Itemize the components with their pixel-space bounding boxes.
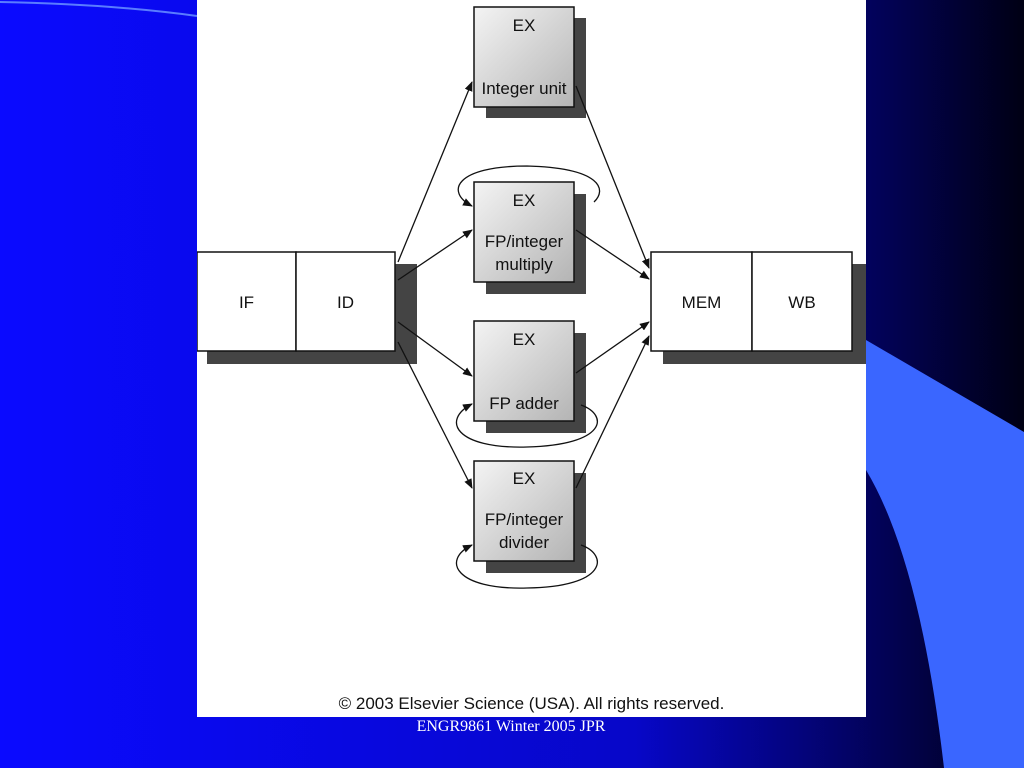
if-label: IF [238,293,255,312]
footer-text: ENGR9861 Winter 2005 JPR [416,718,606,735]
arrow-integer-to-mem [575,85,650,269]
wb-box [751,251,853,352]
slide-footer: ENGR9861 Winter 2005 JPR [0,718,1024,736]
id-box [295,251,396,352]
ex-divider-subtitle-1: FP/integer [484,510,564,529]
ex-integer-box [473,6,575,108]
loop-adder [455,403,598,448]
ex-multiply-title: EX [512,191,536,210]
arrow-adder-to-mem [575,321,650,374]
ex-integer-subtitle: Integer unit [481,79,567,98]
loop-divider [455,544,598,589]
arrow-divider-to-mem [575,335,650,489]
arrow-id-to-integer [397,81,473,263]
ex-divider-subtitle-2: divider [498,533,550,552]
loop-multiply [457,165,601,207]
pipeline-figure: IF ID MEM WB EX Integer unit EX FP/integ… [197,0,866,717]
mem-label: MEM [681,293,722,312]
ex-adder-title: EX [512,330,536,349]
ex-adder-box [473,320,575,422]
ex-multiply-subtitle-2: multiply [495,255,553,274]
arrow-multiply-to-mem [575,229,650,280]
accent-curve [0,1,198,17]
arrow-id-to-adder [397,321,473,377]
pipeline-diagram [197,6,866,589]
accent-wedge [866,340,1024,768]
ex-divider-box [473,460,575,562]
ex-multiply-subtitle-1: FP/integer [484,232,564,251]
arrow-id-to-multiply [397,229,473,281]
copyright-notice: © 2003 Elsevier Science (USA). All right… [338,694,725,713]
mem-box [650,251,753,352]
id-label: ID [337,293,354,312]
wb-label: WB [788,293,816,312]
arrow-id-to-divider [397,341,473,489]
if-box [197,251,297,352]
ex-divider-title: EX [512,469,536,488]
ex-multiply-box [473,181,575,283]
ex-integer-title: EX [512,16,536,35]
ex-adder-subtitle: FP adder [489,394,559,413]
